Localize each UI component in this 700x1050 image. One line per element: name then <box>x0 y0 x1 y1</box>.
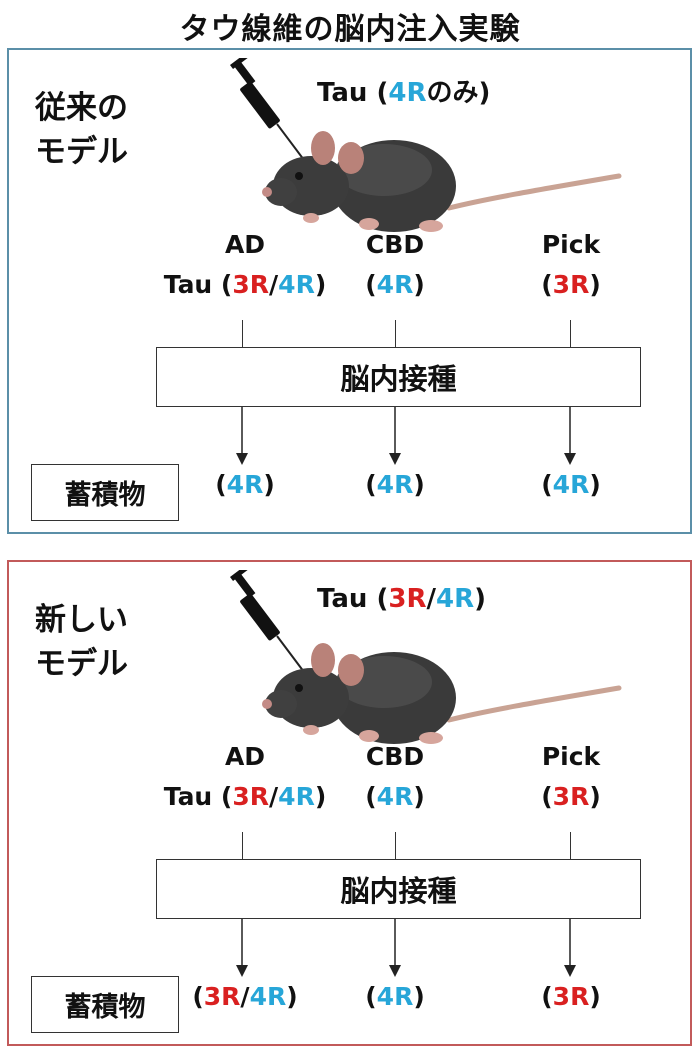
ad-result: (3R/4R) <box>192 982 298 1011</box>
accumulation-label-box: 蓄積物 <box>31 464 179 521</box>
new-model-panel: 新しい モデル Tau (3R/4R) AD Tau (3R/4R) CBD (… <box>7 560 692 1046</box>
pick-result: (3R) <box>541 982 601 1011</box>
mouse-icon <box>262 643 622 744</box>
injected-tau-label: Tau (3R/4R) <box>317 584 487 614</box>
down-arrow-icon <box>236 407 248 465</box>
down-arrow-icon <box>389 919 401 977</box>
ad-column-label: AD Tau (3R/4R) <box>163 230 327 299</box>
injected-tau-label: Tau (4Rのみ) <box>317 78 491 108</box>
pick-result: (4R) <box>541 470 601 499</box>
ad-column-label: AD Tau (3R/4R) <box>163 742 327 811</box>
conventional-model-panel: 従来の モデル Tau (4Rのみ) AD Tau (3R/4R) CBD (4… <box>7 48 692 534</box>
mouse-icon <box>262 131 622 232</box>
accumulation-label-box: 蓄積物 <box>31 976 179 1033</box>
cbd-result: (4R) <box>365 982 425 1011</box>
mouse-with-syringe-illustration <box>230 58 622 232</box>
down-arrow-icon <box>564 407 576 465</box>
connector-line <box>395 832 396 859</box>
connector-line <box>570 832 571 859</box>
conventional-model-label: 従来の モデル <box>35 90 128 170</box>
pick-column-label: Pick (3R) <box>541 230 601 299</box>
down-arrow-icon <box>236 919 248 977</box>
down-arrow-icon <box>564 919 576 977</box>
ad-result: (4R) <box>215 470 275 499</box>
down-arrow-icon <box>389 407 401 465</box>
cbd-result: (4R) <box>365 470 425 499</box>
new-model-label: 新しい モデル <box>35 602 128 682</box>
cbd-column-label: CBD (4R) <box>365 230 425 299</box>
mouse-with-syringe-illustration <box>230 570 622 744</box>
cbd-column-label: CBD (4R) <box>365 742 425 811</box>
connector-line <box>242 320 243 347</box>
pick-column-label: Pick (3R) <box>541 742 601 811</box>
connector-line <box>570 320 571 347</box>
intracerebral-inoculation-box: 脳内接種 <box>156 347 641 407</box>
syringe-icon <box>230 58 308 165</box>
connector-line <box>395 320 396 347</box>
syringe-icon <box>230 570 308 677</box>
connector-line <box>242 832 243 859</box>
figure-title: タウ線維の脳内注入実験 <box>179 12 521 47</box>
intracerebral-inoculation-box: 脳内接種 <box>156 859 641 919</box>
